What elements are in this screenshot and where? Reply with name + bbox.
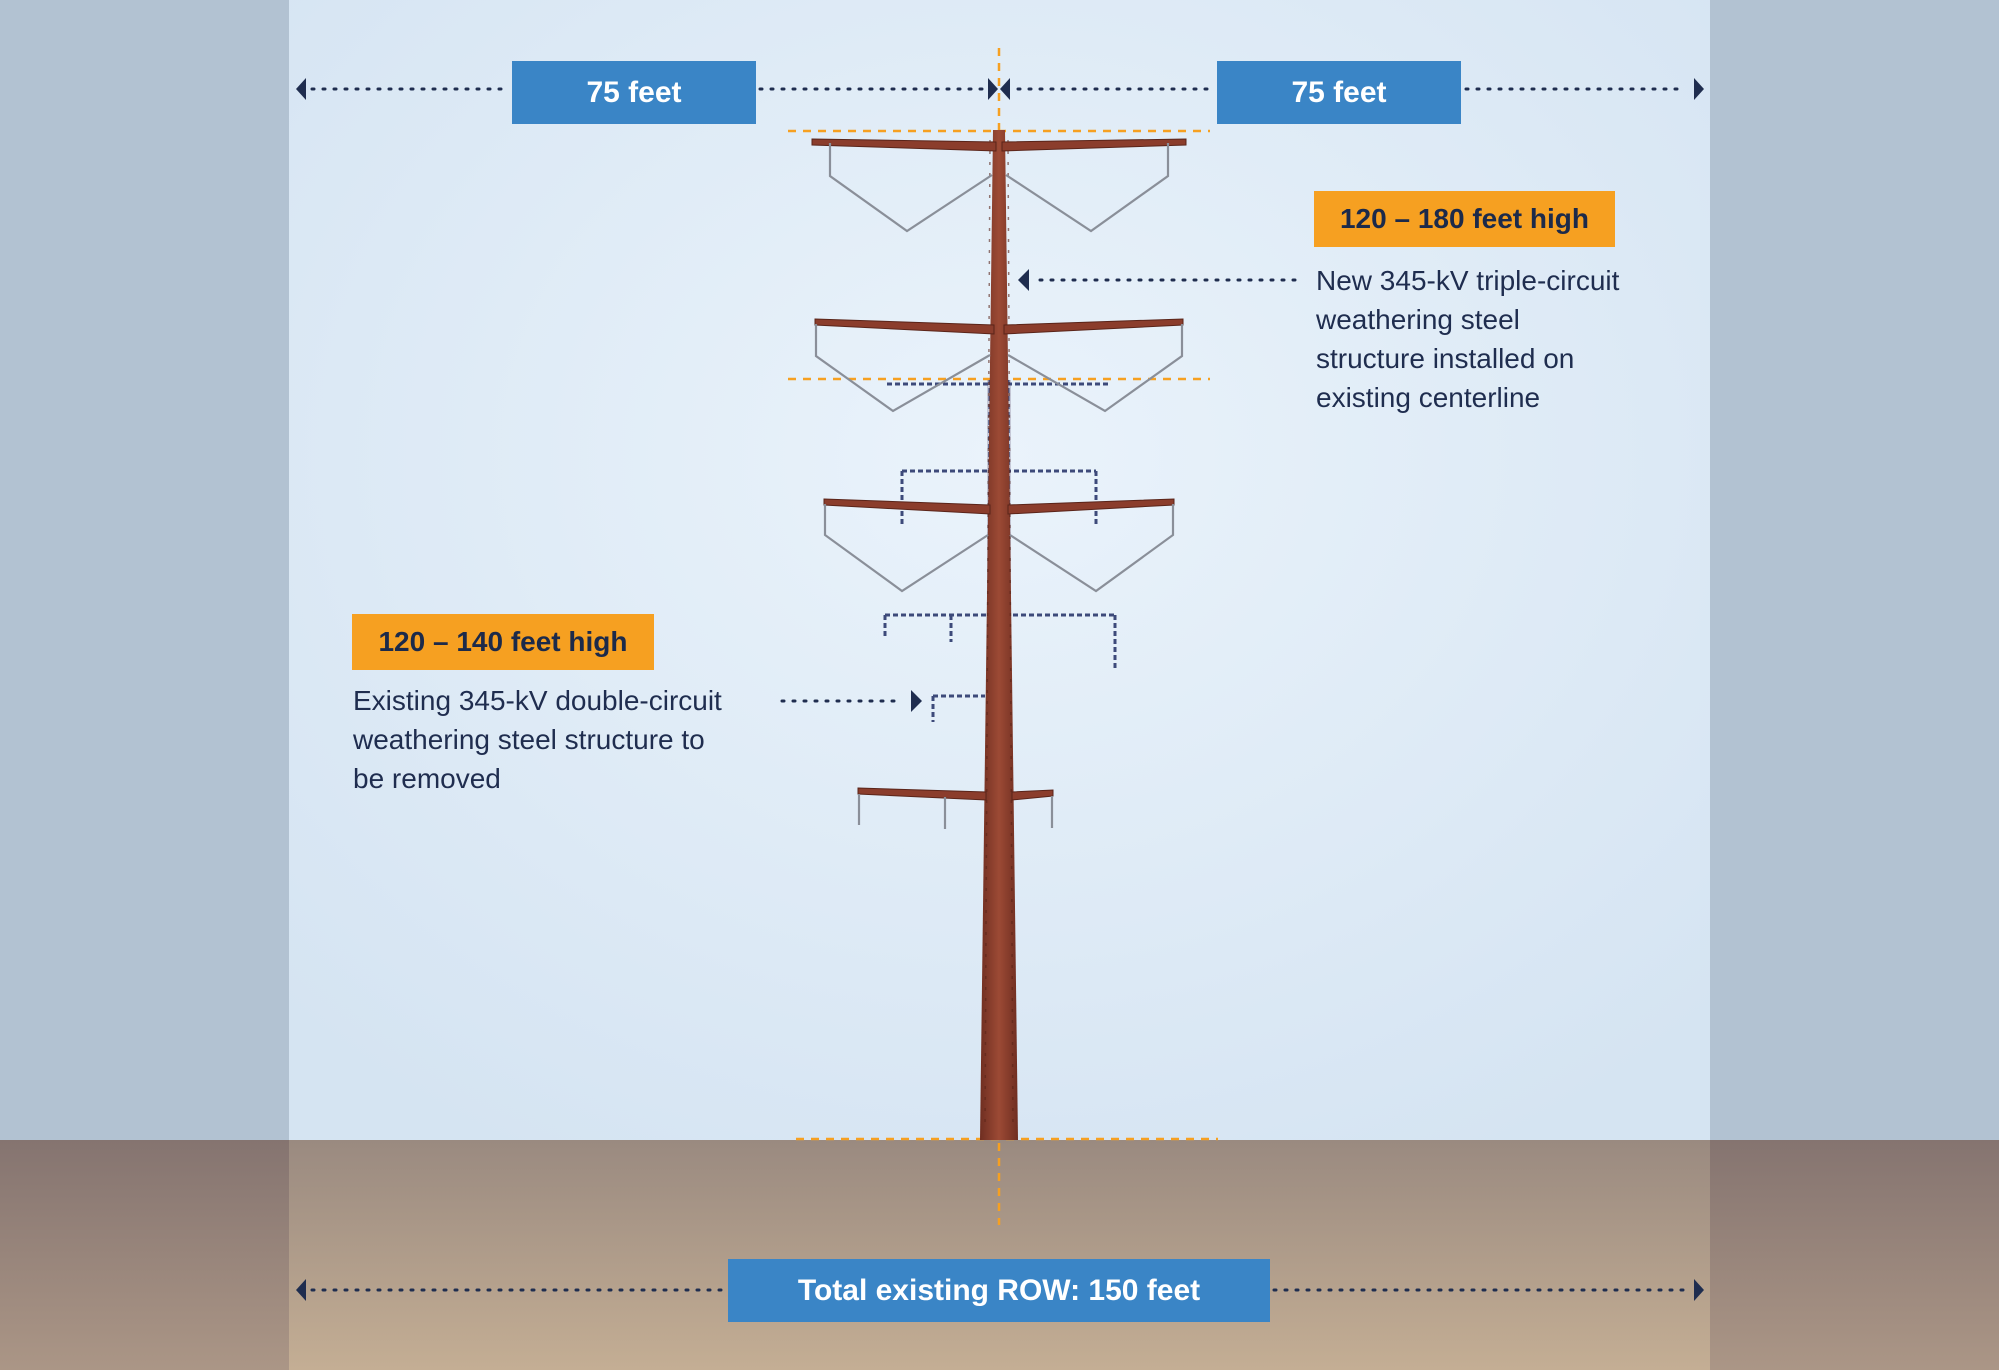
new-pole [980,130,1018,1140]
right-side-panel [1710,0,1999,1140]
arrow-bottom-right-icon [1694,1279,1704,1301]
total-row-label: Total existing ROW: 150 feet [728,1259,1270,1322]
row-left-label: 75 feet [512,61,756,124]
callout-existing-arrow-icon [911,690,922,712]
row-right-label: 75 feet [1217,61,1461,124]
existing-structure-description: Existing 345-kV double-circuit weatherin… [353,685,722,794]
ground-right [1710,1140,1999,1370]
callout-new-arrow-icon [1018,269,1029,291]
arrow-right-icon [1694,78,1704,100]
arrow-center-left-icon [988,78,998,100]
pole-texture [984,139,1014,1131]
existing-structure-height-badge: 120 – 140 feet high [352,614,654,670]
new-structure-description: New 345-kV triple-circuit weathering ste… [1316,265,1620,413]
arrow-bottom-left-icon [296,1279,306,1301]
new-structure-height-badge: 120 – 180 feet high [1314,191,1615,247]
left-side-panel [0,0,289,1140]
ground-left [0,1140,289,1370]
callout-lines [780,278,1298,703]
cross-arms [811,138,1187,801]
insulator-strings [814,143,1184,829]
arrow-left-icon [296,78,306,100]
arrow-center-right-icon [1000,78,1010,100]
